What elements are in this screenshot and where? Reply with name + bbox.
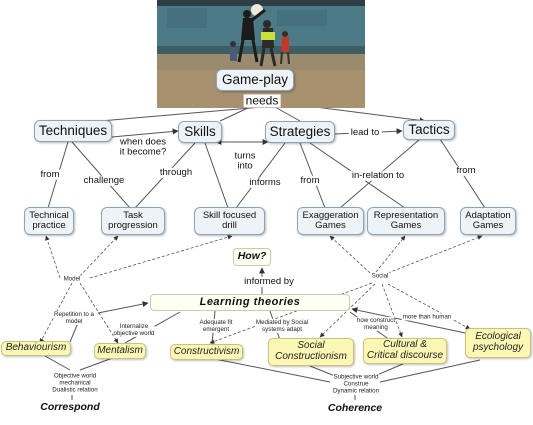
behaviourism-node[interactable]: Behaviourism [1,341,71,356]
link-when-does: when does it become? [119,136,167,158]
skill-focused-drill-node[interactable]: Skill focused drill [194,207,265,235]
link-from-1: from [38,168,62,181]
adaptation-games-node[interactable]: Adaptation Games [460,207,516,235]
coherence-node[interactable]: Coherence [327,402,383,415]
link-mediated-by: Mediated by Social systems adapt [255,318,309,334]
cultural-critical-node[interactable]: Cultural & Critical discourse [363,338,447,364]
game-play-node[interactable]: Game-play [216,69,294,91]
technical-practice-node[interactable]: Technical practice [24,207,74,235]
link-internalize: Internalize objective world [113,322,155,338]
gym-scene-image [157,0,365,108]
ecological-psychology-node[interactable]: Ecological psychology [465,328,531,358]
learning-theories-node[interactable]: Learning theories [150,294,350,311]
link-social: Social [370,272,390,280]
how-node[interactable]: How? [233,248,271,266]
task-progression-node[interactable]: Task progression [101,207,165,235]
correspond-node[interactable]: Correspond [40,401,100,414]
link-from-3: from [454,164,478,177]
link-adequate-fit: Adequate fit emergent [199,318,233,334]
skills-node[interactable]: Skills [178,121,222,143]
tactics-node[interactable]: Tactics [403,120,455,140]
strategies-node[interactable]: Strategies [265,121,335,143]
link-repetition: Repetition to a model [54,310,94,326]
link-lead-to: lead to [348,126,382,139]
link-model: Model [62,275,82,283]
game-play-photo [157,0,365,108]
link-informed-by: informed by [242,275,296,288]
link-from-2: from [298,174,322,187]
link-challenge: challenge [81,174,127,187]
link-turns-into: turns into [234,150,256,172]
constructivism-node[interactable]: Constructivism [170,344,243,360]
mentalism-node[interactable]: Mentalism [94,343,146,359]
techniques-node[interactable]: Techniques [34,120,112,142]
link-how-construct: how construct meaning [356,316,396,332]
link-in-relation-to: in-relation to [349,169,407,182]
representation-games-node[interactable]: Representation Games [367,207,445,235]
link-objective-world: Objective world mechanical Dualistic rel… [52,372,98,394]
link-needs: needs [243,93,281,108]
link-through: through [157,166,195,179]
social-constructionism-node[interactable]: Social Constructionism [268,338,354,366]
link-more-than-human: more than human [401,313,453,321]
exaggeration-games-node[interactable]: Exaggeration Games [297,207,364,235]
link-subjective-world: Subjective world Construe Dynamic relati… [332,373,380,395]
link-informs: informs [247,176,283,189]
